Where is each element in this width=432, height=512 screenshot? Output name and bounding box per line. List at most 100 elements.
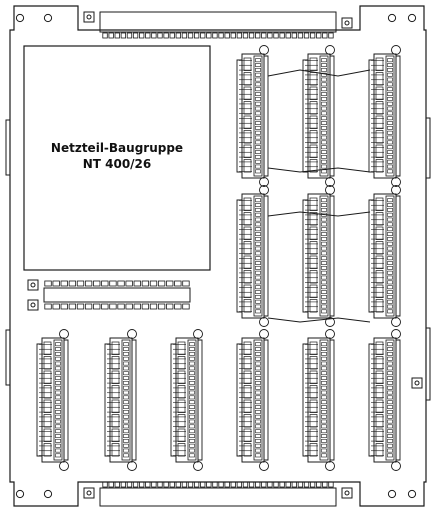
terminal-pin (387, 92, 393, 96)
terminal-pin (387, 351, 393, 356)
top-header-pins (102, 32, 334, 39)
header-pin (291, 481, 297, 488)
header-pin (175, 481, 181, 488)
header-pin (224, 32, 230, 39)
header-pin (132, 32, 139, 39)
terminal-pin (255, 169, 261, 174)
header-pin (60, 303, 68, 310)
header-pin (303, 32, 310, 39)
terminal-pin (387, 429, 393, 434)
terminal-pin (55, 376, 61, 380)
header-pin (236, 32, 243, 39)
terminal-pin (387, 63, 393, 67)
terminal-pin (387, 227, 393, 232)
terminal-pin (255, 414, 261, 419)
header-pin (273, 32, 279, 39)
header-pin (76, 303, 85, 310)
terminal-pin (387, 207, 393, 212)
terminal-pin (387, 96, 393, 101)
header-pin (102, 32, 108, 39)
header-pin (163, 481, 169, 488)
terminal-pin (255, 130, 261, 135)
header-pin (206, 481, 212, 488)
terminal-pin (321, 395, 327, 400)
terminal-pin (387, 256, 393, 261)
terminal-connectors (36, 45, 401, 471)
terminal-pin (255, 159, 261, 164)
terminal-pin (387, 101, 393, 106)
terminal-pin (55, 395, 61, 400)
terminal-pin (123, 409, 129, 414)
terminal-pin (189, 405, 195, 409)
header-pin (157, 32, 163, 39)
header-pin (93, 280, 101, 287)
terminal-pin (321, 125, 327, 130)
left-ic-strip (27, 279, 191, 311)
header-pin (126, 481, 133, 488)
terminal-connector (104, 329, 137, 471)
header-pin (139, 32, 145, 39)
terminal-connector (302, 329, 335, 471)
terminal-pin (189, 453, 195, 458)
terminal-pin (321, 207, 327, 212)
terminal-pin (321, 434, 327, 438)
terminal-connector (236, 185, 269, 327)
terminal-pin (387, 121, 393, 125)
terminal-pin (123, 376, 129, 380)
terminal-pin (189, 390, 195, 395)
terminal-pin (387, 159, 393, 164)
bottom-header-pins (102, 481, 334, 488)
terminal-pin (321, 361, 327, 366)
terminal-pin (255, 111, 261, 116)
terminal-pin (255, 356, 261, 361)
terminal-pin (321, 150, 327, 154)
terminal-pin (55, 400, 61, 405)
header-pin (200, 32, 206, 39)
header-pin (125, 280, 133, 287)
header-pin (109, 303, 117, 310)
terminal-pin (55, 419, 61, 424)
header-pin (328, 481, 334, 488)
terminal-pin (387, 361, 393, 366)
header-pin (212, 32, 218, 39)
header-pin (108, 481, 114, 488)
header-pin (76, 280, 85, 287)
header-pin (68, 303, 77, 310)
terminal-pin (321, 380, 327, 385)
terminal-pin (55, 371, 61, 376)
terminal-pin (387, 309, 393, 314)
header-pin (230, 32, 236, 39)
terminal-pin (255, 309, 261, 314)
terminal-pin (321, 82, 327, 87)
terminal-pin (255, 434, 261, 438)
terminal-pin (255, 390, 261, 395)
terminal-pin (321, 424, 327, 429)
header-pin (175, 32, 181, 39)
terminal-pin (123, 356, 129, 361)
header-pin (279, 32, 285, 39)
terminal-pin (123, 342, 129, 347)
terminal-pin (255, 424, 261, 429)
terminal-pin (55, 414, 61, 419)
terminal-pin (387, 241, 393, 246)
terminal-pin (123, 429, 129, 434)
terminal-pin (255, 275, 261, 280)
terminal-pin (321, 294, 327, 299)
terminal-pin (255, 438, 261, 443)
terminal-pin (321, 290, 327, 294)
top-header-strip (83, 11, 353, 33)
terminal-pin (387, 154, 393, 159)
terminal-pin (321, 135, 327, 140)
terminal-pin (255, 217, 261, 222)
terminal-pin (387, 135, 393, 140)
terminal-pin (387, 453, 393, 458)
terminal-pin (387, 380, 393, 385)
terminal-pin (321, 198, 327, 203)
header-pin (174, 280, 182, 287)
header-pin (44, 280, 52, 287)
header-pin (133, 280, 141, 287)
terminal-pin (321, 443, 327, 448)
terminal-pin (387, 390, 393, 395)
header-pin (141, 303, 150, 310)
terminal-pin (255, 150, 261, 154)
